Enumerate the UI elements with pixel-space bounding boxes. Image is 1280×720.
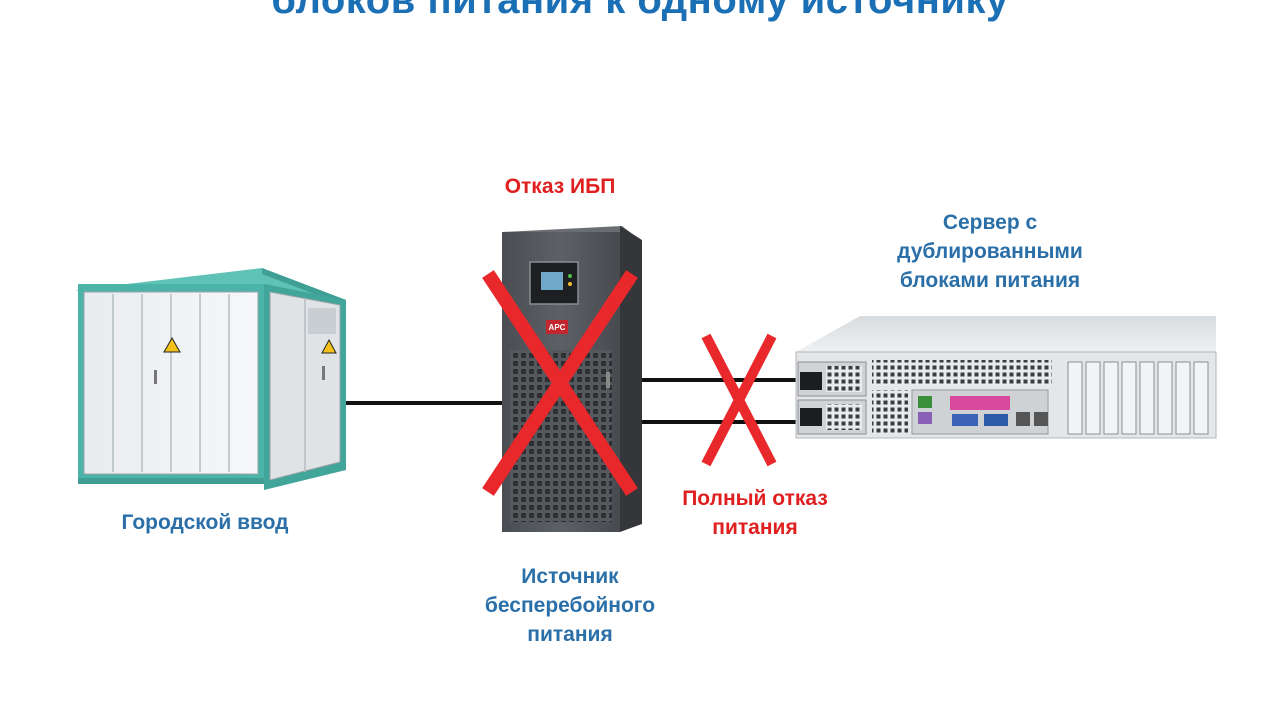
city-input-label: Городской ввод [121,511,289,534]
power-failure-cross [701,333,777,467]
server-image [795,316,1217,439]
substation-image [76,268,346,490]
power-failure-label: Полный отказ питания [640,484,870,542]
power-failure-label-line-1: Полный отказ [682,487,828,510]
ups-label: Источник бесперебойного питания [430,562,710,649]
server-label-line-3: блоками питания [899,269,1081,292]
power-failure-label-line-2: питания [712,516,798,539]
server-label-line-1: Сервер с [942,211,1038,234]
ups-brand-logo: APC [549,323,566,332]
ups-label-line-3: питания [527,623,613,646]
connection-lines [340,378,800,424]
server-label: Сервер с дублированными блоками питания [860,208,1120,295]
ups-label-line-2: бесперебойного [484,594,656,617]
server-label-line-2: дублированными [897,240,1083,263]
ups-failure-cross [482,270,638,496]
page-title: блоков питания к одному источнику [271,0,1009,22]
ups-failure-label: Отказ ИБП [504,175,616,198]
ups-label-line-1: Источник [521,565,619,588]
